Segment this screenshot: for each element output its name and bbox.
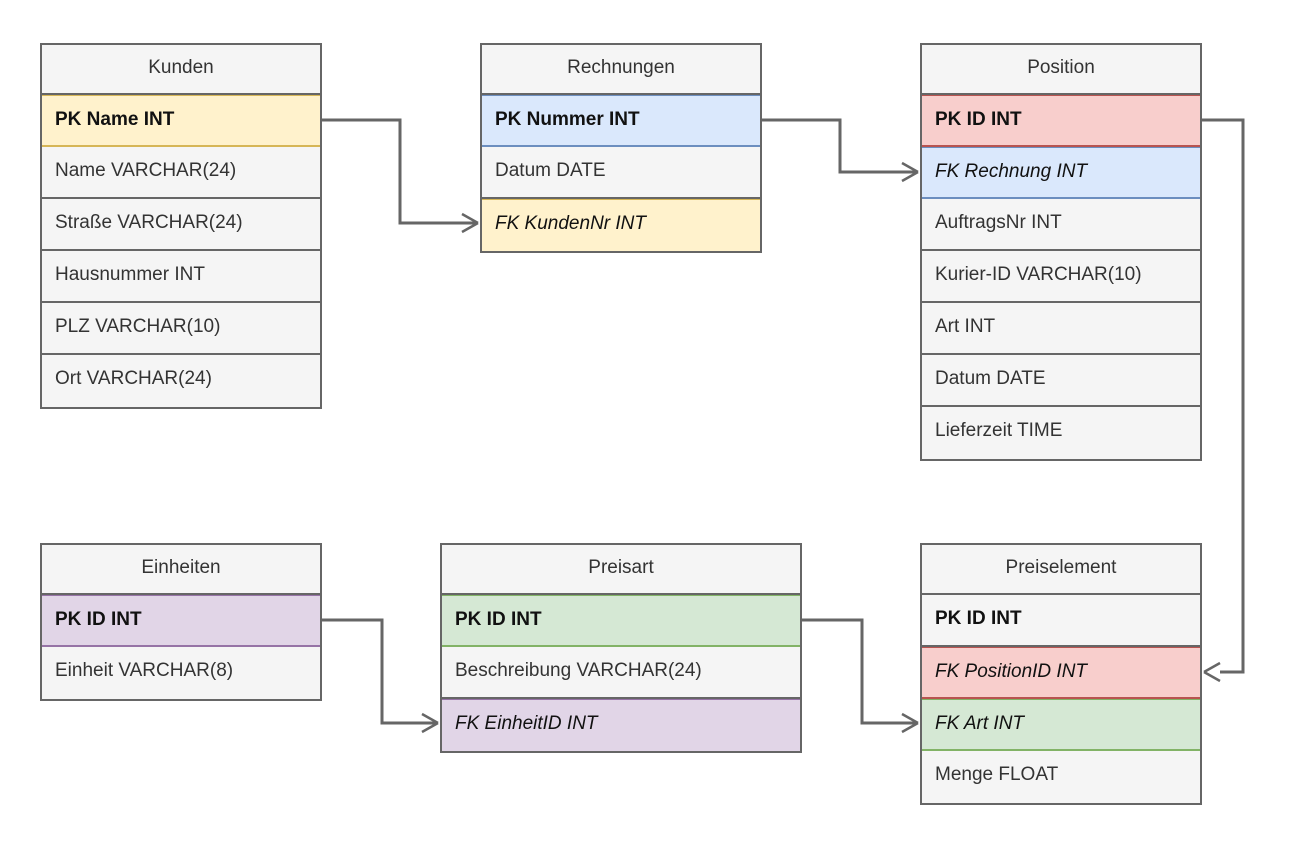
attribute-row[interactable]: PK Name INT <box>42 95 320 147</box>
attribute-row[interactable]: FK KundenNr INT <box>482 199 760 251</box>
attribute-row[interactable]: FK PositionID INT <box>922 647 1200 699</box>
entity-preiselement[interactable]: Preiselement PK ID INT FK PositionID INT… <box>920 543 1202 805</box>
entity-kunden[interactable]: Kunden PK Name INT Name VARCHAR(24) Stra… <box>40 43 322 409</box>
edge-einheiten-preisart <box>322 618 439 734</box>
attribute-row[interactable]: Menge FLOAT <box>922 751 1200 803</box>
attribute-row[interactable]: Datum DATE <box>922 355 1200 407</box>
attribute-row[interactable]: PK ID INT <box>442 595 800 647</box>
entity-title: Kunden <box>42 45 320 95</box>
edge-preisart-preiselement <box>802 618 919 734</box>
entity-position[interactable]: Position PK ID INT FK Rechnung INT Auftr… <box>920 43 1202 461</box>
attribute-row[interactable]: PK ID INT <box>922 595 1200 647</box>
entity-title: Preiselement <box>922 545 1200 595</box>
edge-kunden-rechnungen <box>322 118 479 234</box>
entity-title: Position <box>922 45 1200 95</box>
attribute-row[interactable]: Kurier-ID VARCHAR(10) <box>922 251 1200 303</box>
edge-rechnungen-position <box>762 118 919 183</box>
attribute-row[interactable]: PK ID INT <box>922 95 1200 147</box>
entity-rechnungen[interactable]: Rechnungen PK Nummer INT Datum DATE FK K… <box>480 43 762 253</box>
attribute-row[interactable]: Ort VARCHAR(24) <box>42 355 320 407</box>
entity-einheiten[interactable]: Einheiten PK ID INT Einheit VARCHAR(8) <box>40 543 322 701</box>
entity-title: Einheiten <box>42 545 320 595</box>
entity-title: Rechnungen <box>482 45 760 95</box>
attribute-row[interactable]: Lieferzeit TIME <box>922 407 1200 459</box>
attribute-row[interactable]: Hausnummer INT <box>42 251 320 303</box>
attribute-row[interactable]: Straße VARCHAR(24) <box>42 199 320 251</box>
attribute-row[interactable]: AuftragsNr INT <box>922 199 1200 251</box>
attribute-row[interactable]: FK Art INT <box>922 699 1200 751</box>
attribute-row[interactable]: FK EinheitID INT <box>442 699 800 751</box>
attribute-row[interactable]: PLZ VARCHAR(10) <box>42 303 320 355</box>
entity-preisart[interactable]: Preisart PK ID INT Beschreibung VARCHAR(… <box>440 543 802 753</box>
attribute-row[interactable]: Art INT <box>922 303 1200 355</box>
attribute-row[interactable]: Einheit VARCHAR(8) <box>42 647 320 699</box>
attribute-row[interactable]: Datum DATE <box>482 147 760 199</box>
attribute-row[interactable]: PK Nummer INT <box>482 95 760 147</box>
attribute-row[interactable]: PK ID INT <box>42 595 320 647</box>
edge-position-preiselement <box>1202 118 1245 683</box>
attribute-row[interactable]: Beschreibung VARCHAR(24) <box>442 647 800 699</box>
attribute-row[interactable]: Name VARCHAR(24) <box>42 147 320 199</box>
entity-title: Preisart <box>442 545 800 595</box>
attribute-row[interactable]: FK Rechnung INT <box>922 147 1200 199</box>
